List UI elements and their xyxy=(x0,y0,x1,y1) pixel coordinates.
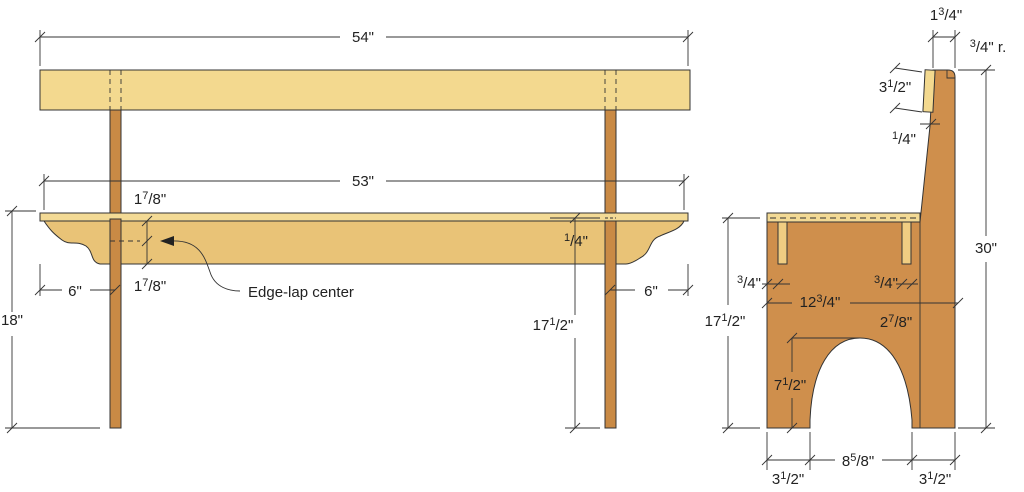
dim-back-top-width: 13/4" xyxy=(930,6,962,24)
seat xyxy=(39,212,689,222)
dimension-line xyxy=(141,235,153,247)
dim-seat-depth: 123/4" xyxy=(800,293,841,311)
leg-right-upper xyxy=(604,109,617,214)
dimension-line xyxy=(952,297,964,309)
dim-seat-height: 171/2" xyxy=(533,316,574,334)
dim-rail-height: 31/2" xyxy=(879,78,911,96)
dim-side-seat-height: 171/2" xyxy=(705,312,746,330)
dimension-line xyxy=(889,102,901,114)
seat-side xyxy=(766,212,921,223)
dimension-lines xyxy=(5,30,995,470)
back-rail xyxy=(922,69,936,113)
side-view-labels: 13/4" 3/4" r. 31/2" 1/4" 30" 171/2" 3/4"… xyxy=(705,6,1007,488)
dimension-line xyxy=(786,422,798,434)
dim-apron-top: 17/8" xyxy=(134,190,166,208)
apron xyxy=(43,220,685,265)
dim-cleat-left: 3/4" xyxy=(737,274,761,292)
side-view xyxy=(766,69,956,429)
dimension-line xyxy=(761,297,773,309)
cleat-left xyxy=(777,221,788,265)
dim-apron-bottom: 17/8" xyxy=(134,277,166,295)
edge-lap-center-callout: Edge-lap center xyxy=(248,284,354,301)
dimension-line xyxy=(604,284,616,296)
dim-seat-reveal: 1/4" xyxy=(564,232,588,250)
dim-rail-inset: 1/4" xyxy=(892,130,916,148)
dimension-line xyxy=(894,107,923,113)
dim-arch-height: 71/2" xyxy=(774,376,806,394)
dimension-line xyxy=(889,62,901,74)
dim-foot-left: 31/2" xyxy=(772,470,804,488)
arrowhead-icon xyxy=(160,236,174,246)
dim-overall-length: 54" xyxy=(352,29,374,46)
leg-left-upper xyxy=(109,109,122,214)
dim-cleat-right: 3/4" xyxy=(874,274,898,292)
dim-overall-height: 18" xyxy=(1,312,23,329)
leg-right xyxy=(604,220,617,429)
dim-leg-offset-right: 6" xyxy=(644,283,658,300)
leg-left xyxy=(109,218,122,429)
dim-total-height: 30" xyxy=(975,240,997,257)
edge-lap-callout-arrow xyxy=(171,240,241,292)
dim-seat-length: 53" xyxy=(352,173,374,190)
dimension-line xyxy=(894,67,923,73)
dim-back-width: 27/8" xyxy=(880,313,912,331)
front-view xyxy=(39,69,691,429)
dimension-line xyxy=(109,284,121,296)
side-panel xyxy=(766,69,956,429)
dimension-line xyxy=(980,64,992,76)
dim-leg-offset-left: 6" xyxy=(68,283,82,300)
dim-corner-radius: 3/4" r. xyxy=(970,38,1006,56)
cleat-right xyxy=(901,221,912,265)
backrest xyxy=(39,69,691,111)
dim-foot-right: 31/2" xyxy=(919,470,951,488)
dim-arch-width: 85/8" xyxy=(842,452,874,470)
front-view-labels: 54" 53" 18" 171/2" 6" 6" 17/8" 17/8" 1/4… xyxy=(1,29,658,334)
